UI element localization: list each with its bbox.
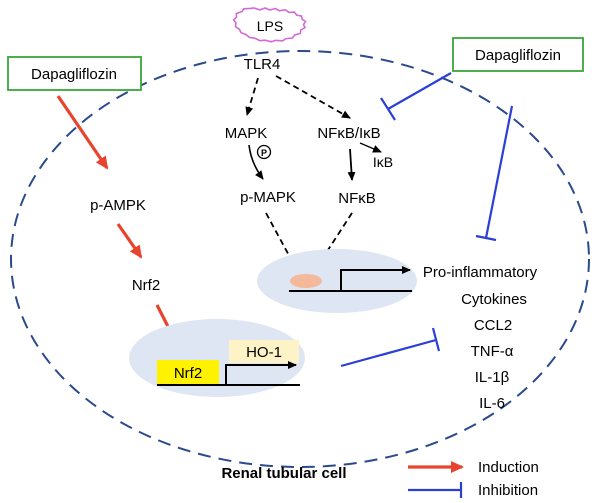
drug-box-right-border [452,37,584,72]
ho1-inhibit-bar [431,327,441,352]
dapagliflozin-box-right: Dapagliflozin [452,37,584,72]
inhibit-nfkb-bar [380,97,396,121]
promoter-arrow-antioxidant [225,361,297,385]
inflammatory-products: Pro-inflammatory Cytokines CCL2 TNF-α IL… [423,264,538,412]
tlr4-to-mapk-arrow [245,77,259,116]
inhibition-from-right-dapagliflozin [380,72,514,242]
renal-tubular-cell-label: Renal tubular cell [221,465,346,482]
inhibit-nucleus-line [484,105,514,239]
p-mapk-label: p-MAPK [240,189,296,206]
inflammation-nucleus [257,249,417,313]
product-il-1beta: IL-1β [475,369,510,386]
phospho-symbol: P [261,148,267,158]
tlr4-label: TLR4 [244,56,281,73]
nfkb-to-nucleus-arrow [314,212,353,271]
nfkb-label: NFκB [338,190,376,207]
nfkb-ikb-label: NFκB/IκB [317,125,380,142]
mapk-label: MAPK [225,125,268,142]
drug-label-right: Dapagliflozin [475,47,561,64]
nfkb-release-arrow [347,148,356,181]
ho1-inhibits-inflammation [340,327,441,368]
product-cytokines: Cytokines [461,291,527,308]
lps-stimulus: LPS [232,7,307,43]
p-ampk-label: p-AMPK [90,197,146,214]
legend-inhibition-label: Inhibition [478,482,538,499]
ikb-label: IκB [373,154,393,170]
dapagliflozin-to-pampk-arrow [56,95,109,170]
inhibit-nucleus-bar [475,234,497,242]
promoter-arrow-inflammation [340,266,411,291]
product-il-6: IL-6 [479,395,505,412]
ho1-box [229,340,299,363]
inhibit-nfkb-line [387,72,452,110]
mapk-to-pmapk-arrow [248,144,264,180]
lps-label: LPS [257,18,283,34]
drug-label-left: Dapagliflozin [31,66,117,83]
ho1-inhibit-line [340,338,437,368]
legend-induction-label: Induction [478,459,539,476]
pampk-to-nrf2-arrow [116,223,143,259]
product-ccl2: CCL2 [474,317,512,334]
nrf2-label: Nrf2 [132,277,160,294]
cell-membrane [10,50,590,468]
product-pro-inflammatory: Pro-inflammatory [423,264,538,281]
ho1-box-label: HO-1 [246,344,282,361]
lps-glow-shape [232,7,307,43]
legend: Induction Inhibition [408,459,539,499]
drug-box-left-border [7,56,142,91]
nrf2-box [157,360,219,385]
phospho-circle [256,144,272,160]
tlr4-to-nfkb-arrow [275,75,351,119]
transcription-factor-oval [290,274,322,288]
nrf2-box-label: Nrf2 [174,365,202,382]
dapagliflozin-box-left: Dapagliflozin [7,56,142,91]
phosphorylation-marker: P [256,144,272,160]
nucleus-inflammation-body [257,249,417,313]
ikb-release-arrow [359,142,382,153]
product-tnf-alpha: TNF-α [471,343,514,360]
antioxidant-nucleus: Nrf2 HO-1 [129,319,305,397]
